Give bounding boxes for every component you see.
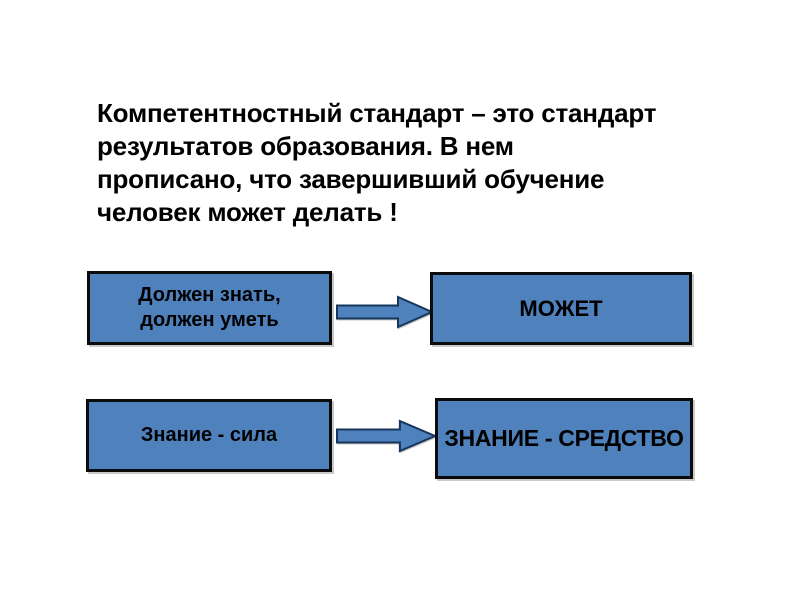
box-text: ЗНАНИЕ - СРЕДСТВО: [444, 425, 684, 451]
intro-paragraph: Компетентностный стандарт – это стандарт…: [97, 97, 737, 229]
box-text: Знание - сила: [140, 424, 278, 446]
box-text: Должен знать, должен уметь: [90, 283, 329, 333]
right-arrow-icon: [336, 419, 437, 453]
box-dolzhen-znat-umet: Должен знать, должен уметь: [87, 271, 332, 345]
box-mozhet: МОЖЕТ: [430, 272, 692, 345]
intro-line-3: прописано, что завершивший обучение: [97, 164, 605, 194]
box-text-line-2: должен уметь: [140, 309, 279, 331]
intro-line-2: результатов образования. В нем: [97, 131, 514, 161]
box-text-line-1: Должен знать,: [138, 284, 281, 306]
box-text: МОЖЕТ: [519, 295, 603, 321]
intro-line-1: Компетентностный стандарт – это стандарт: [97, 98, 657, 128]
right-arrow-icon: [336, 295, 434, 329]
intro-line-4: человек может делать !: [97, 197, 398, 227]
box-znanie-sila: Знание - сила: [86, 399, 332, 472]
box-znanie-sredstvo: ЗНАНИЕ - СРЕДСТВО: [435, 398, 693, 479]
